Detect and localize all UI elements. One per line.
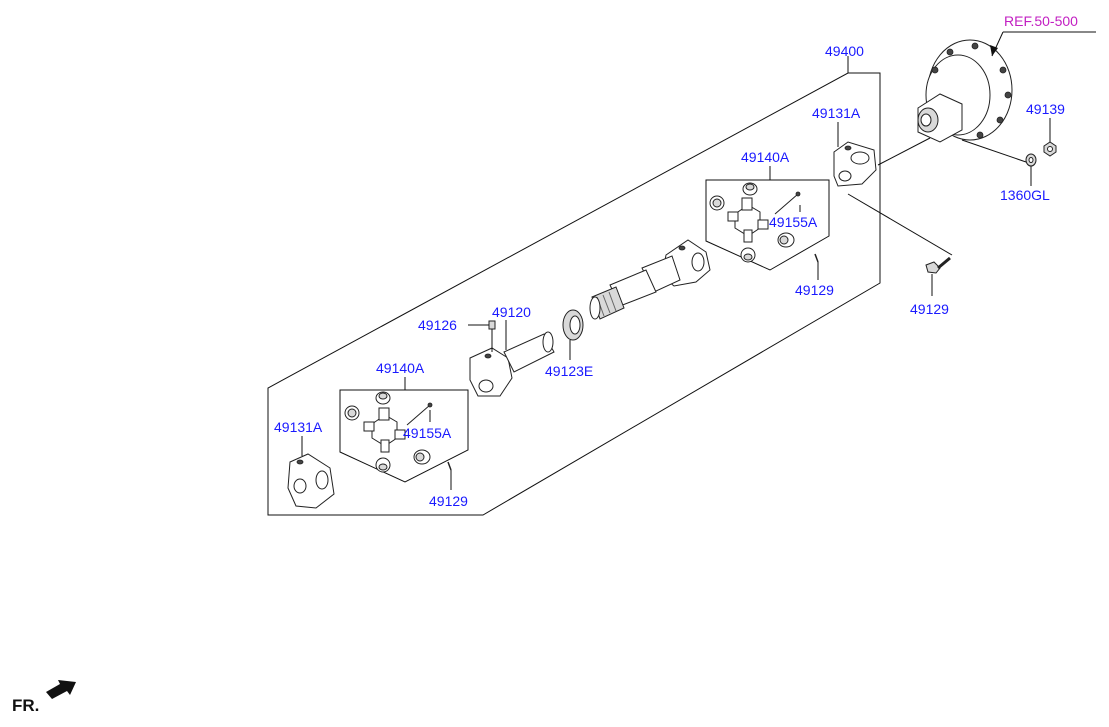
shaft-front-part	[469, 331, 555, 397]
hub-washer-line	[961, 139, 1027, 163]
label-yoke-top[interactable]: 49131A	[812, 105, 861, 121]
label-seal[interactable]: 49123E	[545, 363, 593, 379]
seal-part	[562, 309, 584, 341]
yoke-bottom-part	[287, 453, 335, 509]
flange-leader	[877, 137, 931, 166]
label-fitting[interactable]: 49126	[418, 317, 457, 333]
shaft-rear-part	[589, 239, 711, 320]
label-bolt-bottom[interactable]: 49129	[429, 493, 468, 509]
yoke-top-part	[833, 141, 877, 187]
uj-kit-box-bottom	[339, 389, 469, 483]
label-assembly[interactable]: 49400	[825, 43, 864, 59]
uj-kit-box-top	[705, 179, 830, 271]
washer-part	[1025, 153, 1037, 167]
ref-label[interactable]: REF.50-500	[1004, 13, 1078, 29]
label-bolt-top[interactable]: 49129	[795, 282, 834, 298]
nut-part	[1043, 141, 1057, 157]
label-grease-top[interactable]: 49155A	[769, 214, 818, 230]
uj-cross-top	[709, 182, 819, 263]
label-washer[interactable]: 1360GL	[1000, 187, 1050, 203]
bolt-right-part	[925, 256, 951, 274]
yoke-top-bolt-line	[847, 193, 953, 256]
label-shaft-front[interactable]: 49120	[492, 304, 531, 320]
label-yoke-bottom[interactable]: 49131A	[274, 419, 323, 435]
label-bolt-right[interactable]: 49129	[910, 301, 949, 317]
fitting-part	[488, 320, 496, 330]
label-uj-kit-top[interactable]: 49140A	[741, 149, 790, 165]
label-nut[interactable]: 49139	[1026, 101, 1065, 117]
label-uj-kit-bottom[interactable]: 49140A	[376, 360, 425, 376]
ref-arrow	[990, 45, 998, 56]
front-direction-label: FR.	[12, 696, 39, 715]
differential-flange	[917, 39, 1013, 143]
uj-cross-bottom	[344, 391, 452, 473]
assembly-outline	[267, 72, 881, 516]
front-arrow-icon	[46, 680, 76, 699]
label-grease-bottom[interactable]: 49155A	[403, 425, 452, 441]
